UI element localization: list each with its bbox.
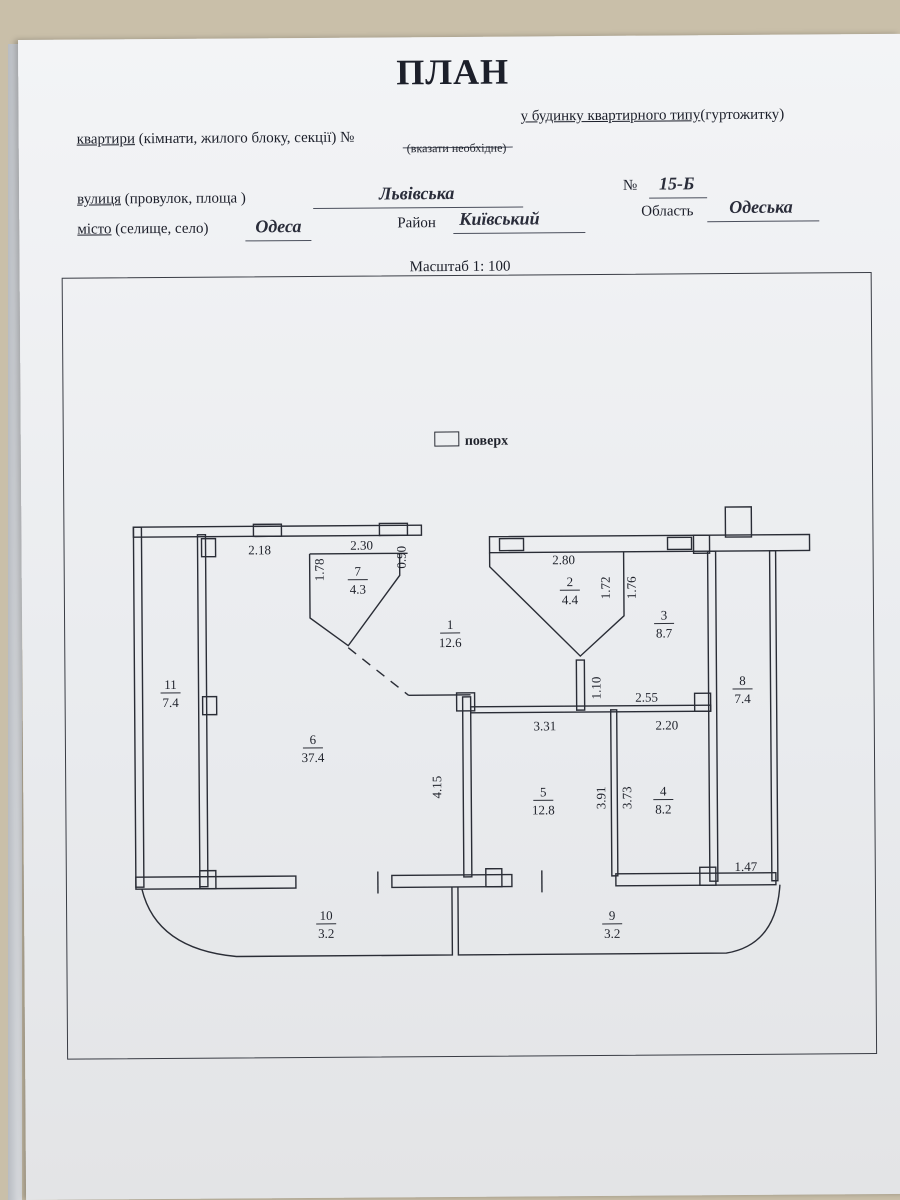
dim-3-31: 3.31 [533, 718, 556, 733]
window-2 [378, 522, 409, 537]
window-4 [666, 536, 693, 551]
room-3-number: 3 [661, 607, 668, 622]
dim-2-20: 2.20 [655, 717, 678, 732]
column-7 [693, 692, 712, 712]
balcony-9 [457, 884, 781, 956]
window-1 [252, 523, 283, 538]
floor-label: поверх [465, 434, 508, 449]
wall-bottom-3 [615, 872, 777, 887]
wall-room5-left [461, 696, 473, 878]
room-1-number: 1 [447, 617, 454, 632]
room-10-number: 10 [320, 908, 333, 923]
room-7-number: 7 [354, 564, 361, 579]
room-5-number: 5 [540, 784, 547, 799]
dim-2-80: 2.80 [552, 552, 575, 567]
room-6-area: 37.4 [302, 750, 325, 765]
wall-left-outer [132, 526, 145, 888]
column-5 [485, 867, 503, 888]
dim-0-90: 0.90 [394, 546, 409, 569]
wall-right-inner [706, 550, 719, 882]
room-1-area: 12.6 [439, 635, 462, 650]
document-sheet: ПЛАН квартири (кімнати, жилого блоку, се… [18, 33, 900, 1200]
room-7-area: 4.3 [350, 582, 366, 597]
dim-2-30: 2.30 [350, 538, 373, 553]
room-3-area: 8.7 [656, 625, 673, 640]
room-9-area: 3.2 [604, 926, 620, 941]
wall-room4-left [609, 709, 619, 877]
room-10-area: 3.2 [318, 926, 334, 941]
wall-top-left [132, 524, 423, 538]
wall-left-inner [196, 533, 209, 888]
room-4-number: 4 [660, 783, 667, 798]
wall-room2-bottom [575, 659, 586, 711]
wall-room2 [488, 551, 625, 658]
column-1 [200, 537, 217, 558]
floor-plan: поверх [132, 431, 811, 958]
room-2-number: 2 [566, 574, 573, 589]
room-11-number: 11 [164, 677, 177, 692]
dim-1-72: 1.72 [598, 576, 613, 599]
wall-right-outer [768, 550, 779, 882]
sheet-edge [8, 44, 22, 1200]
room-2-area: 4.4 [562, 592, 579, 607]
dim-1-76: 1.76 [624, 576, 639, 599]
room-6-number: 6 [310, 732, 317, 747]
dim-2-55: 2.55 [635, 690, 658, 705]
balcony-10 [141, 886, 454, 958]
room-8-number: 8 [739, 673, 746, 688]
dim-1-78: 1.78 [312, 558, 327, 581]
dim-3-91: 3.91 [593, 787, 608, 810]
column-4 [455, 692, 476, 712]
floor-number-box [434, 431, 460, 447]
room-4-area: 8.2 [655, 801, 671, 816]
wall-bottom-2 [391, 873, 513, 889]
chimney [724, 506, 753, 538]
wall-room7 [308, 553, 401, 647]
wall-top-right [488, 533, 811, 554]
dim-1-10: 1.10 [588, 677, 603, 700]
dim-3-73: 3.73 [619, 786, 634, 809]
wall-room7-top [309, 552, 408, 555]
dashed-boundary [347, 647, 410, 696]
dim-2-18: 2.18 [248, 542, 271, 557]
dim-1-47: 1.47 [734, 859, 757, 874]
room-5-area: 12.8 [532, 802, 555, 817]
room-11-area: 7.4 [162, 695, 179, 710]
dim-4-15: 4.15 [429, 776, 444, 799]
window-3 [498, 537, 525, 552]
column-3 [199, 869, 217, 890]
room-9-number: 9 [609, 908, 616, 923]
wall-room5-top [469, 704, 712, 714]
room-8-area: 7.4 [734, 691, 751, 706]
column-8 [699, 866, 717, 886]
column-6 [692, 534, 711, 555]
column-2 [201, 695, 218, 716]
